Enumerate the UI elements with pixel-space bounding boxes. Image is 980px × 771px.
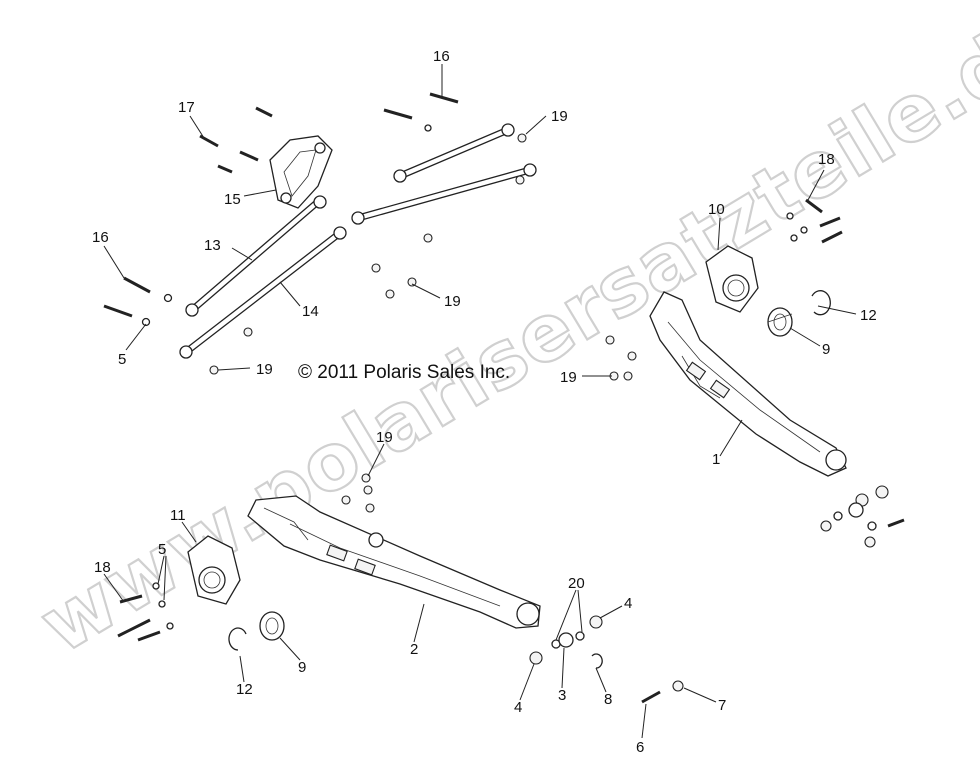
callout-7: 7: [718, 697, 726, 714]
copyright-notice: © 2011 Polaris Sales Inc.: [298, 362, 510, 383]
trailing-arm-right-1: [649, 291, 847, 477]
callout-4-left: 4: [514, 699, 522, 716]
control-rod-14: [179, 226, 347, 359]
snap-ring-12a: [811, 290, 831, 316]
callout-5-lower: 5: [158, 541, 166, 558]
callout-10: 10: [708, 201, 725, 218]
callout-9-right: 9: [822, 341, 830, 358]
nuts-upper: [209, 133, 527, 375]
bearing-carrier-11: [187, 535, 241, 605]
pivot-hardware-left: [529, 615, 684, 704]
callout-17: 17: [178, 99, 195, 116]
callout-19-mid-left: 19: [256, 361, 273, 378]
callout-12-right: 12: [860, 307, 877, 324]
control-rod-upper-right: [393, 123, 515, 183]
nuts-left: [341, 473, 375, 513]
callout-19-mid: 19: [444, 293, 461, 310]
bolts-left: [117, 582, 174, 642]
watermark-text: www.polarisersatzteile.de: [25, 0, 980, 671]
bearing-9b: [259, 611, 285, 641]
callout-3: 3: [558, 687, 566, 704]
callout-6: 6: [636, 739, 644, 756]
leader-lines: [103, 64, 857, 739]
callout-12-left: 12: [236, 681, 253, 698]
nuts-right: [605, 335, 637, 381]
callout-8: 8: [604, 691, 612, 708]
callout-1: 1: [712, 451, 720, 468]
callout-2: 2: [410, 641, 418, 658]
callout-15: 15: [224, 191, 241, 208]
callout-13: 13: [204, 237, 221, 254]
callout-5-top: 5: [118, 351, 126, 368]
callout-11: 11: [170, 507, 186, 524]
callout-20: 20: [568, 575, 585, 592]
bearing-carrier-10: [705, 245, 759, 313]
callout-labels: 16 17 19 15 16 13 14 5 19 19 18 10 12 9 …: [92, 48, 877, 756]
callout-14: 14: [302, 303, 319, 320]
callout-19-top: 19: [551, 108, 568, 125]
callout-18-left: 18: [94, 559, 111, 576]
callout-4-right: 4: [624, 595, 632, 612]
callout-19-right: 19: [560, 369, 577, 386]
upper-control-rod-15-bracket: [269, 135, 333, 209]
callout-19-lower: 19: [376, 429, 393, 446]
callout-16-left: 16: [92, 229, 109, 246]
bolts-right: [786, 198, 843, 244]
control-rod-lower-right: [351, 163, 537, 225]
bolt-set-upper: [103, 92, 459, 327]
control-rod-13: [185, 195, 327, 317]
bearing-9a: [767, 307, 793, 337]
trailing-arm-left-2: [247, 495, 541, 629]
callout-16-top: 16: [433, 48, 450, 65]
pivot-hardware-right: [820, 485, 905, 548]
callout-18-right: 18: [818, 151, 835, 168]
snap-ring-12b: [228, 627, 247, 651]
callout-9-left: 9: [298, 659, 306, 676]
